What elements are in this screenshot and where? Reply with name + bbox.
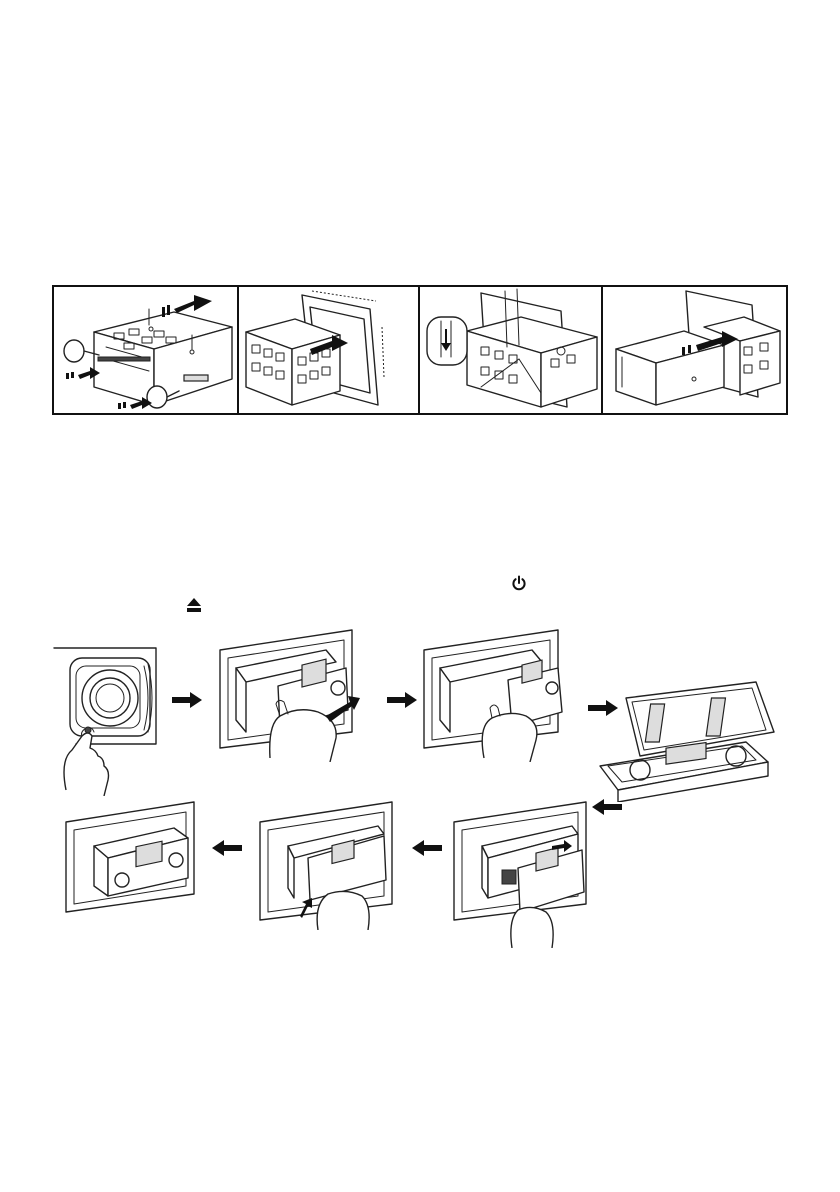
- release-button-icon: [52, 640, 162, 796]
- detach-panel-icon: [218, 628, 360, 762]
- arrow-left-3: [212, 840, 242, 856]
- arrow-right-2: [387, 692, 417, 708]
- unit-insert-icon: [604, 287, 786, 413]
- eject-icon: [186, 597, 202, 613]
- tab-bend-icon: [421, 287, 601, 413]
- panel-case-icon: [596, 680, 780, 802]
- align-panel-icon: [452, 800, 594, 948]
- arrow-left-2: [412, 840, 442, 856]
- press-panel-icon: [258, 800, 400, 930]
- sleeve-removal-icon: [54, 287, 236, 413]
- attached-unit-icon: [64, 800, 198, 914]
- arrow-left-1: [592, 799, 622, 815]
- power-icon: [511, 575, 527, 591]
- arrow-right-1: [172, 692, 202, 708]
- pull-panel-icon: [422, 628, 566, 762]
- sleeve-insert-icon: [240, 287, 418, 413]
